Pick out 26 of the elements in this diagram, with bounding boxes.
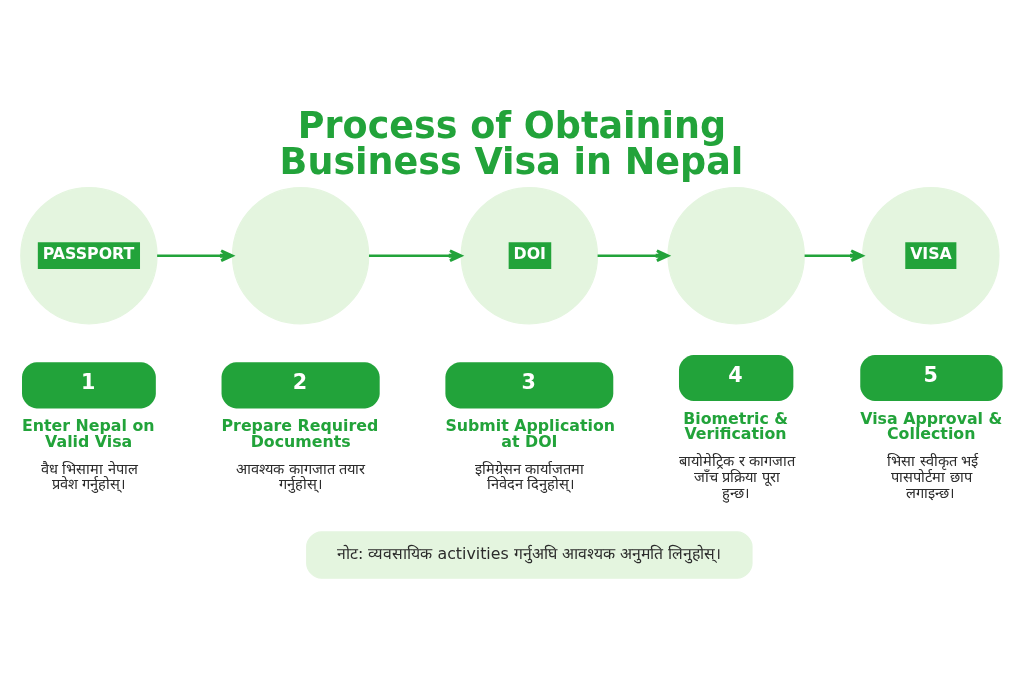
diagram-title: Process of Obtaining Business Visa in Nepal bbox=[279, 103, 744, 184]
node-label: Visa Approval & Collection bbox=[860, 408, 1003, 444]
node-label: बायोमेट्रिक र कागजात जाँच प्रक्रिया पूरा हुन्छ। bbox=[678, 452, 796, 501]
arrow bbox=[597, 249, 670, 262]
arrow bbox=[157, 249, 234, 262]
node-circle: PASSPORT bbox=[20, 187, 158, 325]
node-label: आवश्यक कागजात तयार गर्नुहोस्। bbox=[236, 459, 366, 493]
node-box: नोट: व्यवसायिक activities गर्नुअघि आवश्यक अनुमति लिनुहोस्। bbox=[306, 531, 753, 579]
node-label: इमिग्रेसन कार्याजतमा निवेदन दिनुहोस्। bbox=[474, 459, 585, 493]
node-label: Prepare Required Documents bbox=[221, 415, 379, 451]
node-label: भिसा स्वीकृत भई पासपोर्टमा छाप लगाइन्छ। bbox=[887, 452, 979, 501]
node-circle bbox=[667, 187, 805, 325]
node-label: 3 bbox=[521, 370, 536, 395]
node-label: Biometric & Verification bbox=[683, 408, 789, 444]
node-circle: DOI bbox=[460, 187, 599, 325]
node-label: Submit Application at DOI bbox=[445, 415, 616, 451]
node-label: 5 bbox=[923, 362, 938, 387]
node-label: 2 bbox=[292, 370, 308, 395]
arrow bbox=[368, 249, 463, 262]
arrow bbox=[804, 249, 864, 262]
node-circle bbox=[231, 187, 370, 325]
node-label: Enter Nepal on Valid Visa bbox=[22, 415, 155, 451]
node-label: 4 bbox=[728, 362, 743, 387]
node-label: वैध भिसामा नेपाल प्रवेश गर्नुहोस्। bbox=[40, 459, 139, 493]
node-label: 1 bbox=[81, 370, 96, 395]
node-circle: VISA bbox=[862, 187, 1000, 325]
